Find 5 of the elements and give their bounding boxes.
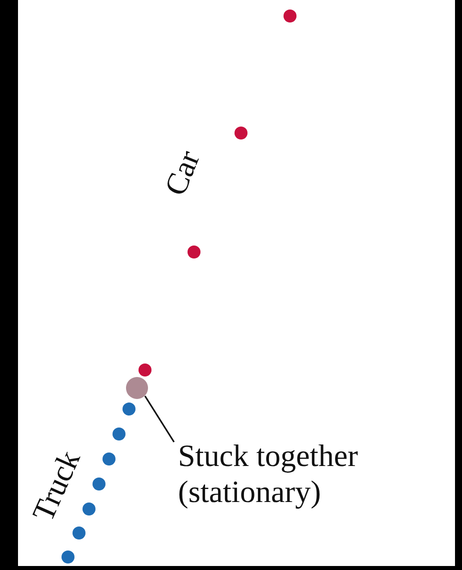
callout-text: Stuck together (stationary) [178,438,359,510]
combined-position-dot [126,377,148,399]
truck-label: Truck [25,445,88,527]
car-label: Car [157,146,208,200]
leader-line [144,396,175,442]
